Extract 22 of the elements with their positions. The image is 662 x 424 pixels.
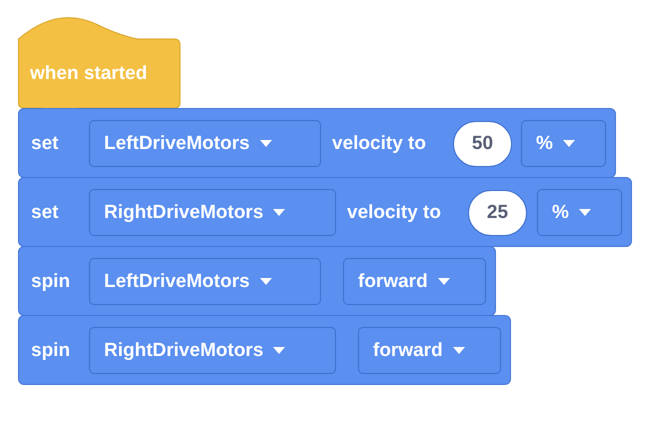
block-keyword: velocity to — [347, 202, 441, 224]
block-keyword: velocity to — [332, 133, 426, 155]
dropdown-menu: RightDriveMotors — [89, 327, 336, 374]
event-label: when started — [30, 63, 148, 85]
dropdown-menu: forward — [358, 327, 501, 374]
hat-block — [18, 15, 181, 109]
dropdown-menu: RightDriveMotors — [89, 189, 336, 236]
block-keyword: set — [31, 133, 58, 155]
dropdown-menu: % — [521, 120, 606, 167]
block-keyword: spin — [31, 340, 70, 362]
code-block — [18, 246, 496, 316]
code-block — [18, 315, 511, 385]
number-input: 25 — [468, 190, 527, 236]
code-block — [18, 108, 616, 178]
dropdown-menu: LeftDriveMotors — [89, 258, 321, 305]
code-block — [18, 177, 632, 247]
dropdown-menu: forward — [343, 258, 486, 305]
dropdown-menu: % — [537, 189, 622, 236]
number-input: 50 — [453, 121, 512, 167]
dropdown-menu: LeftDriveMotors — [89, 120, 321, 167]
block-keyword: set — [31, 202, 58, 224]
block-keyword: spin — [31, 271, 70, 293]
